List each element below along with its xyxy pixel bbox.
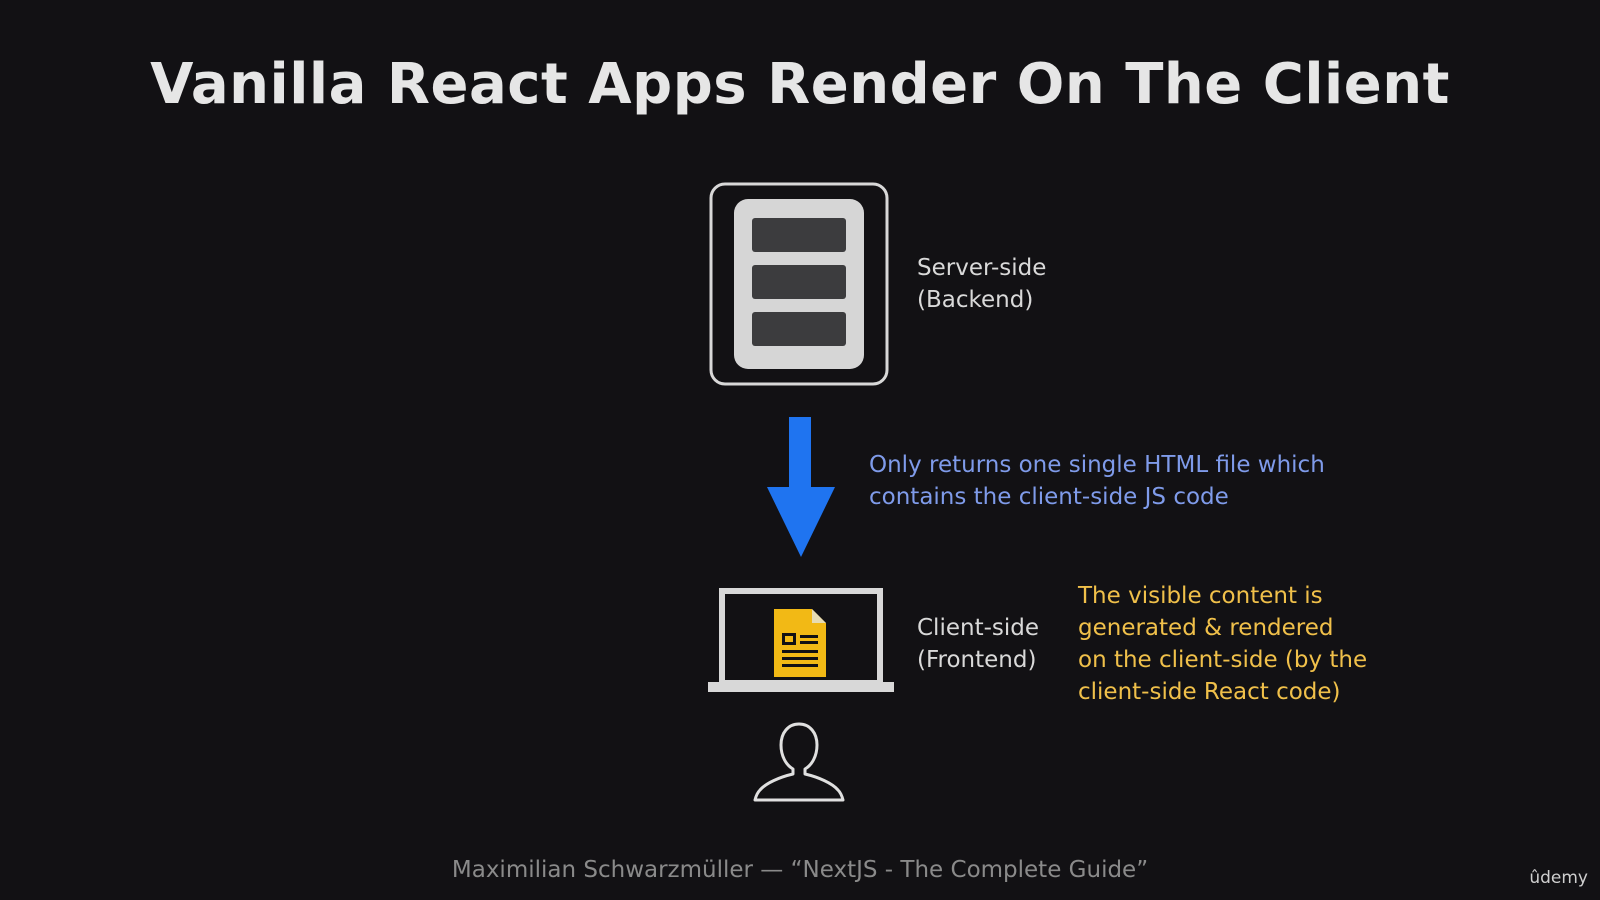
rendering-note: The visible content is generated & rende… [1078,580,1367,708]
client-label-line1: Client-side [917,615,1040,641]
flow-description-line2: contains the client-side JS code [869,484,1229,510]
server-label: Server-side (Backend) [917,252,1046,316]
slide-title: Vanilla React Apps Render On The Client [150,52,1450,117]
document-icon [774,609,826,677]
server-label-line1: Server-side [917,255,1047,281]
user-icon [753,722,845,802]
flow-description-line1: Only returns one single HTML file which [869,452,1325,478]
rendering-note-line4: client-side React code) [1078,679,1341,705]
flow-description: Only returns one single HTML file which … [869,449,1325,513]
rendering-note-line1: The visible content is [1078,583,1323,609]
arrow-down-icon [767,417,835,557]
client-label: Client-side (Frontend) [917,612,1039,676]
brand-logo: ûdemy [1529,868,1588,888]
server-icon [709,182,889,386]
server-label-line2: (Backend) [917,287,1034,313]
rendering-note-line3: on the client-side (by the [1078,647,1368,673]
footer-credit: Maximilian Schwarzmüller — “NextJS - The… [451,857,1149,883]
client-label-line2: (Frontend) [917,647,1037,673]
rendering-note-line2: generated & rendered [1078,615,1334,641]
laptop-icon [708,588,894,692]
